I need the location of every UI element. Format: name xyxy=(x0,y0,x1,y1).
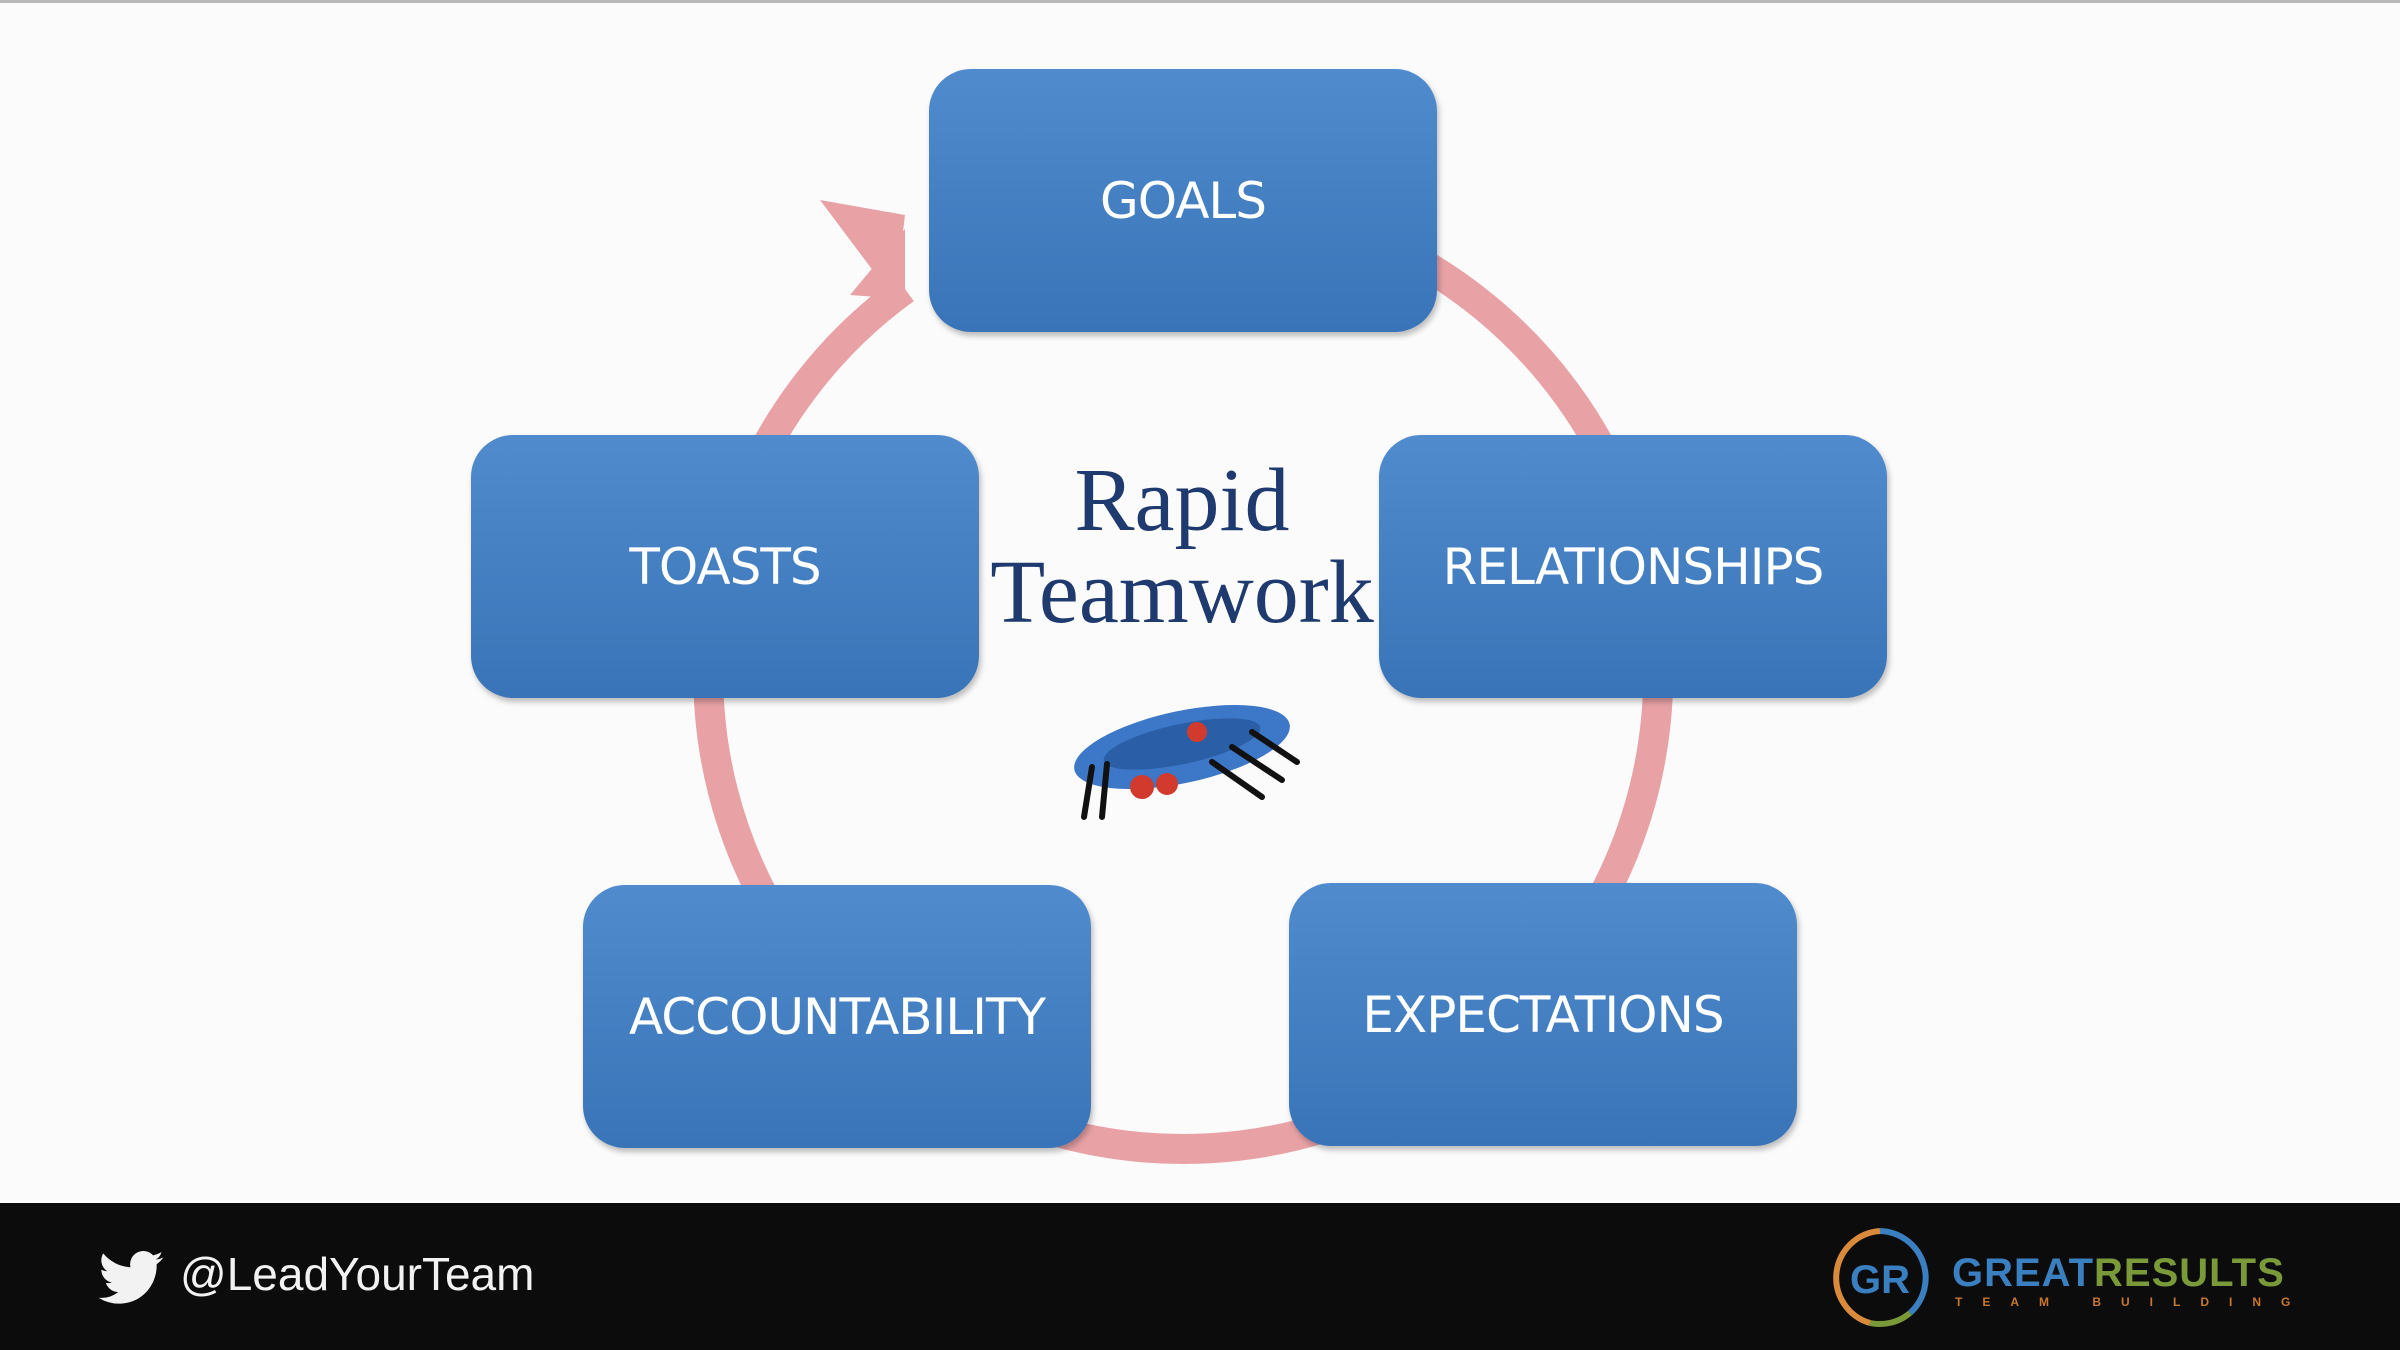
logo-word-results: RESULTS xyxy=(2094,1251,2285,1295)
cycle-box-accountability: ACCOUNTABILITY xyxy=(583,885,1091,1148)
cycle-box-goals: GOALS xyxy=(929,69,1437,332)
great-results-logo-icon: GR xyxy=(1833,1228,1929,1328)
box-label: GOALS xyxy=(1099,171,1267,230)
cycle-box-expectations: EXPECTATIONS xyxy=(1289,883,1797,1146)
box-label: EXPECTATIONS xyxy=(1362,985,1724,1044)
cycle-arrow-icon xyxy=(820,200,905,300)
cycle-box-toasts: TOASTS xyxy=(471,435,979,698)
logo-initials: GR xyxy=(1850,1258,1910,1302)
logo-wordmark: GREATRESULTS xyxy=(1952,1251,2285,1296)
cycle-box-relationships: RELATIONSHIPS xyxy=(1379,435,1887,698)
title-line-1: Rapid xyxy=(1074,451,1290,550)
logo-tagline: TEAM BUILDING xyxy=(1955,1295,2311,1309)
box-label: TOASTS xyxy=(629,537,821,596)
twitter-bird-icon xyxy=(98,1251,164,1304)
title-line-2: Teamwork xyxy=(990,543,1374,642)
top-border xyxy=(0,0,2400,3)
footer-bar: @LeadYourTeam GR GREATRESULTS TEAM BUILD… xyxy=(0,1203,2400,1350)
box-label: RELATIONSHIPS xyxy=(1442,537,1825,596)
logo-word-great: GREAT xyxy=(1952,1251,2095,1295)
twitter-handle: @LeadYourTeam xyxy=(180,1248,535,1300)
box-label: ACCOUNTABILITY xyxy=(628,987,1046,1046)
raft-icon xyxy=(1074,705,1300,820)
slide-title: Rapid Teamwork xyxy=(982,455,1382,639)
